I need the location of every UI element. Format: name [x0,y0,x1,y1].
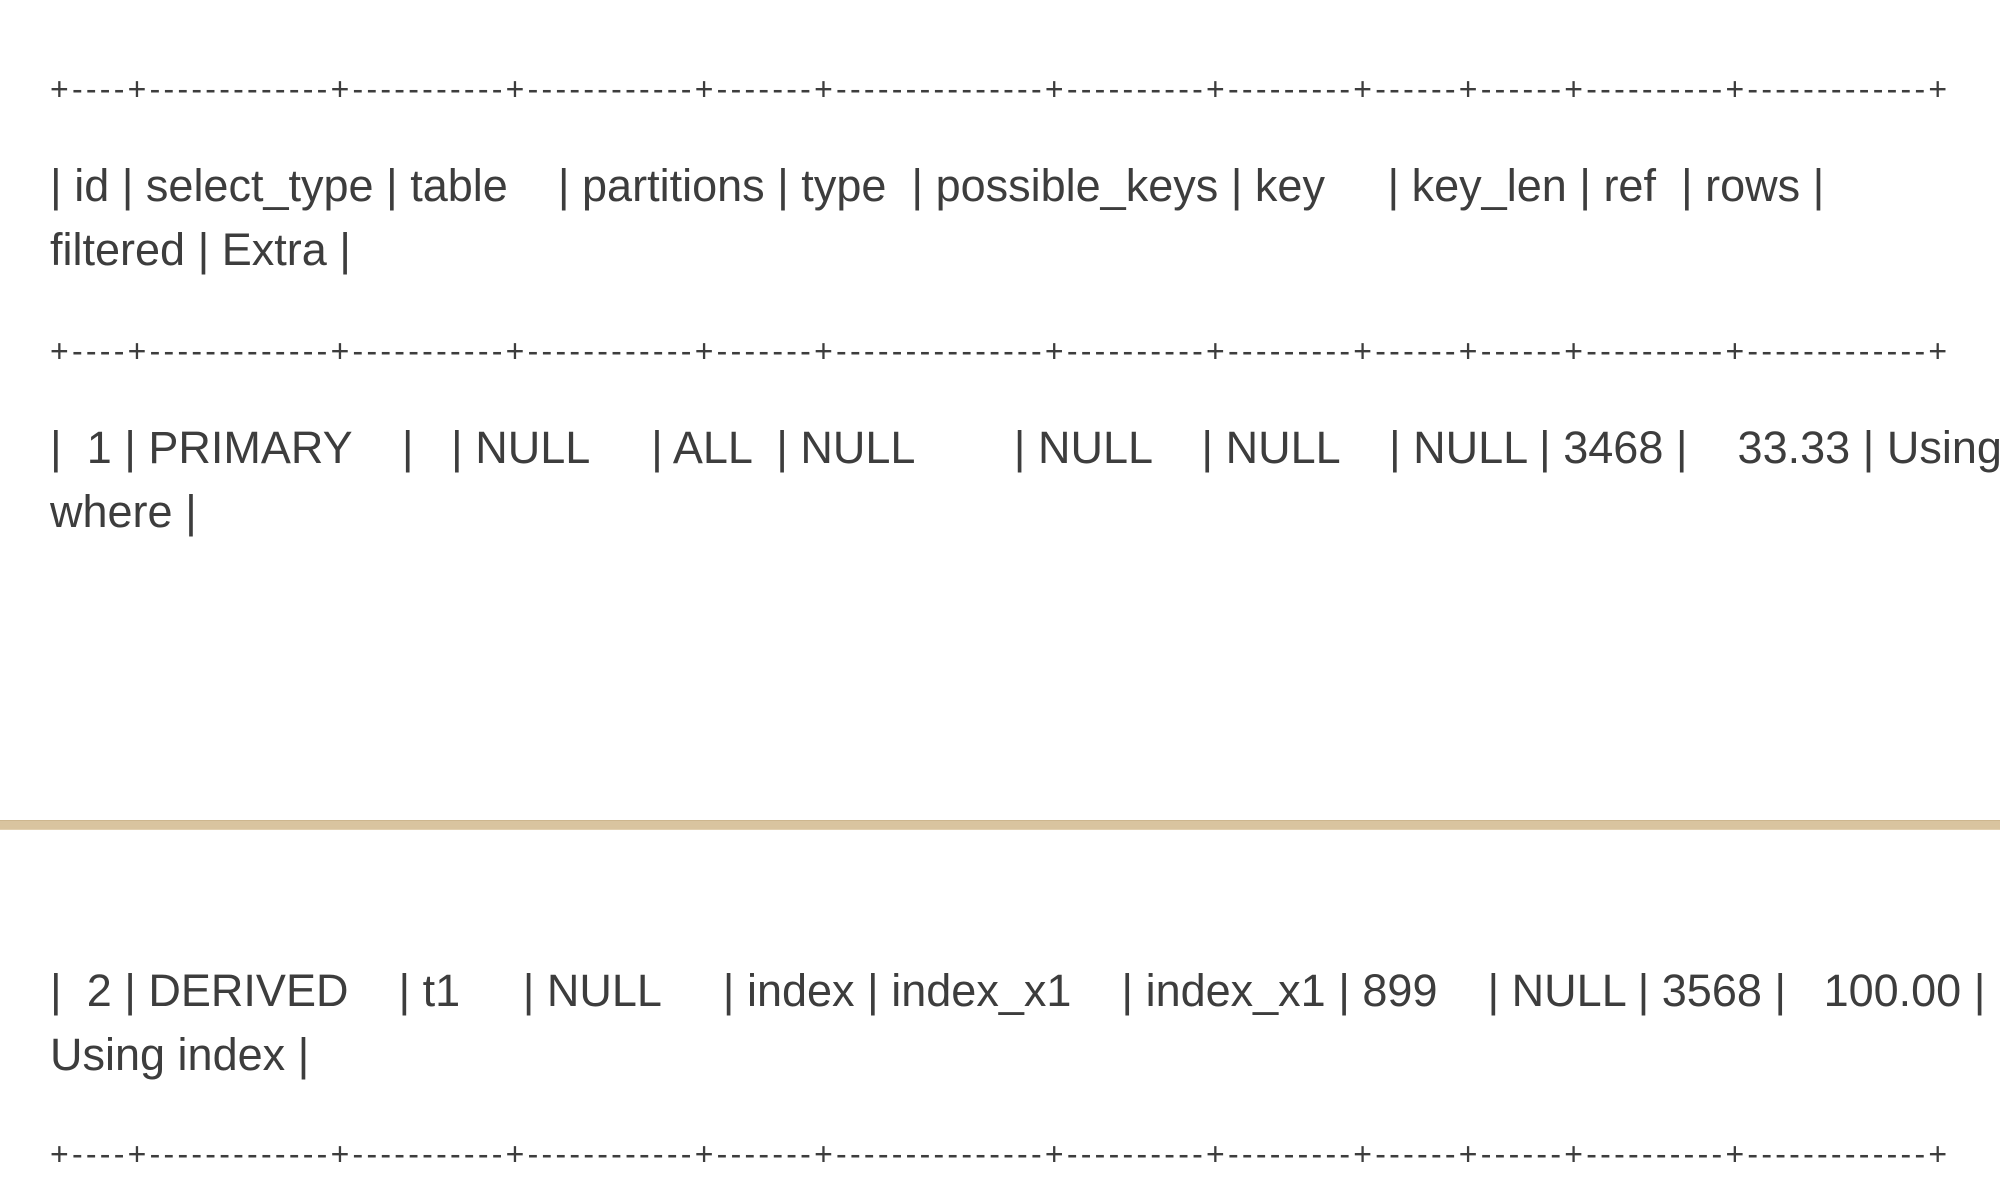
table-border-header: +----+-------------+-----------+--------… [50,336,1948,366]
border-text: +----+-------------+-----------+--------… [50,1139,1948,1169]
row-2-line-1: | 2 | DERIVED | t1 | NULL | index | inde… [50,965,1986,1016]
row-2-line-2: Using index | [50,1029,310,1080]
border-text: +----+-------------+-----------+--------… [50,336,1948,366]
table-border-bottom: +----+-------------+-----------+--------… [50,1139,1948,1169]
header-row-line-2: filtered | Extra | [50,224,351,275]
row-1-line-1: | 1 | PRIMARY | | NULL | ALL | NULL | NU… [50,422,2000,473]
border-text: +----+-------------+-----------+--------… [50,74,1948,104]
page-break-divider [0,820,2000,830]
header-row-line-1: | id | select_type | table | partitions … [50,160,1825,211]
table-border-top: +----+-------------+-----------+--------… [50,74,1948,104]
row-1-line-2: where | [50,486,197,537]
